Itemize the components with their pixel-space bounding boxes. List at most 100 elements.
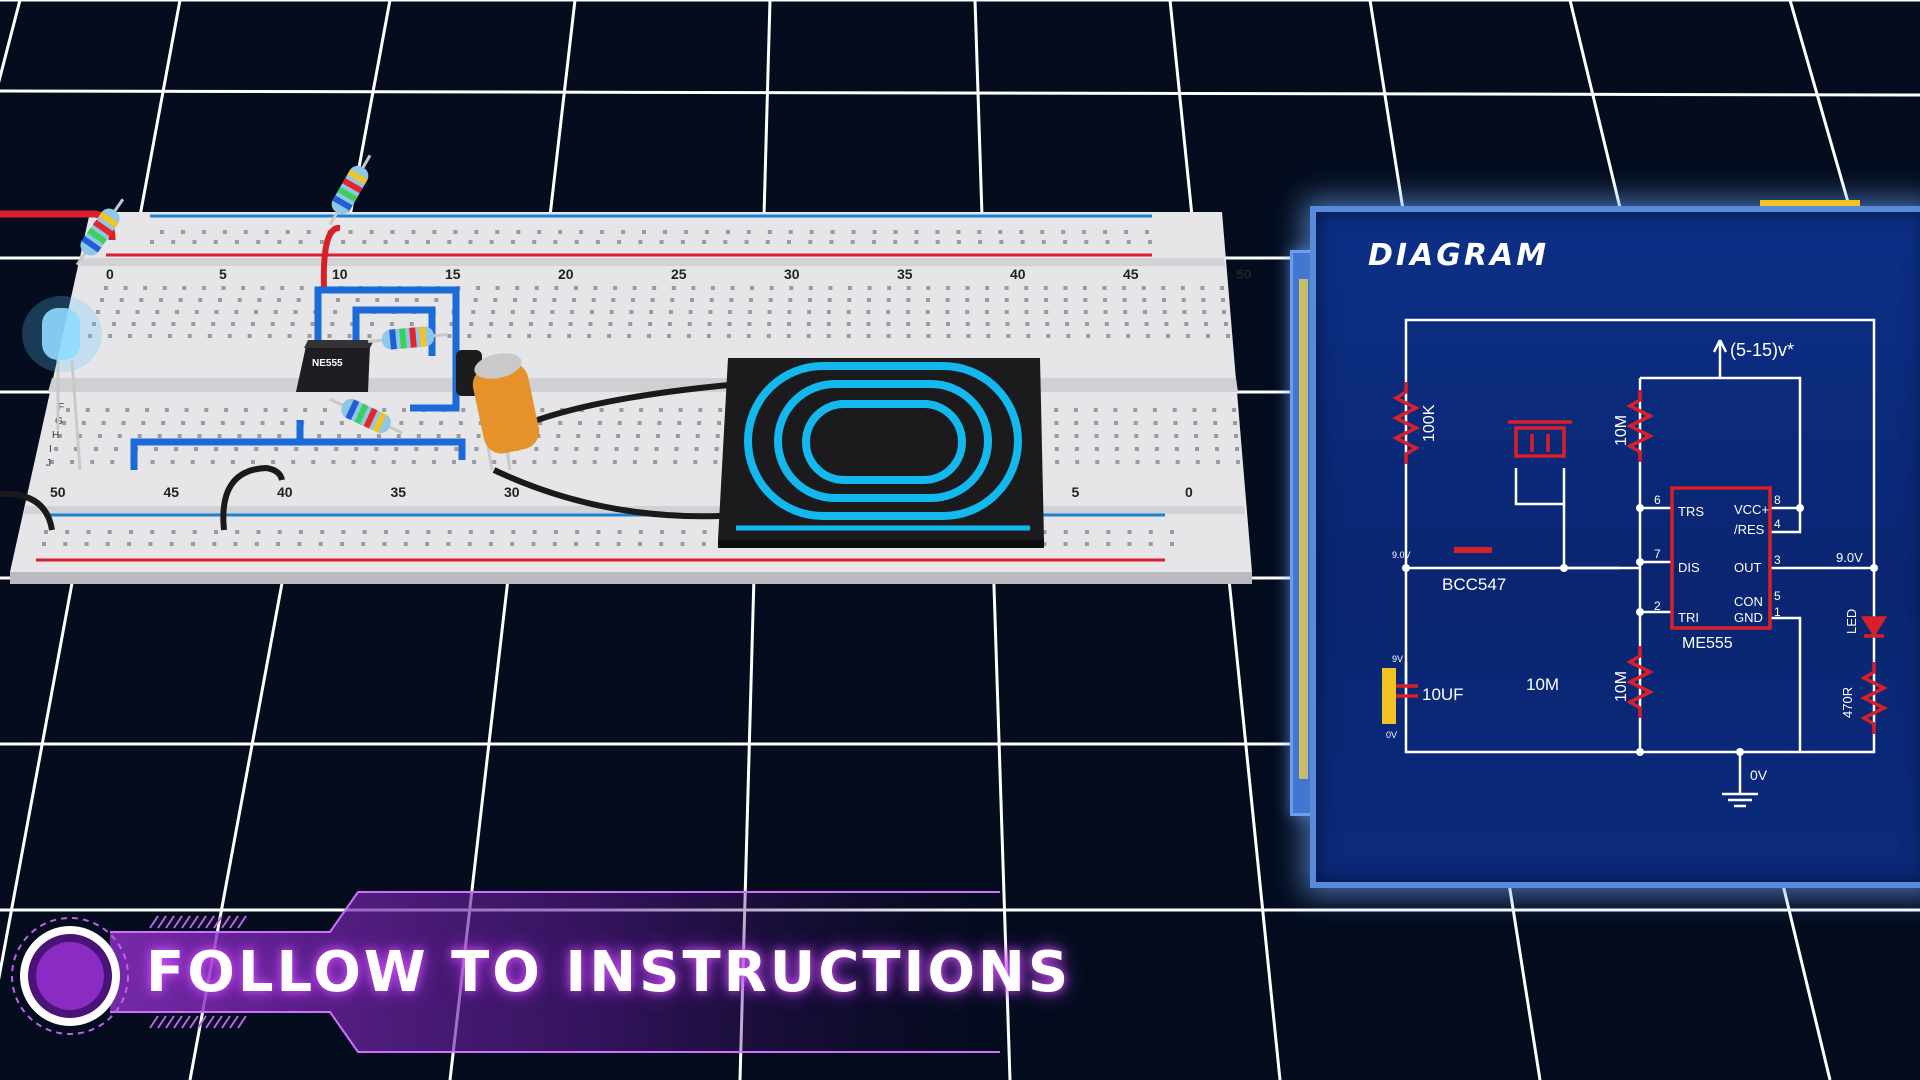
breadboard-hole [708,310,713,314]
breadboard-hole [121,421,126,425]
breadboard-hole [723,240,728,244]
breadboard-hole [86,530,91,534]
breadboard-hole [1044,298,1048,302]
breadboard-hole [331,460,336,464]
breadboard-hole [1085,322,1089,326]
breadboard-hole [554,286,559,290]
breadboard-hole [150,460,155,464]
breadboard-hole [257,298,262,302]
breadboard-hole [1019,230,1024,234]
breadboard-hole [198,298,203,302]
breadboard-hole [1174,447,1179,451]
breadboard-hole [374,447,379,451]
breadboard-hole [554,447,559,451]
breadboard-hole [886,322,891,326]
breadboard-hole [718,408,723,412]
breadboard-hole [471,310,476,314]
breadboard-hole [221,286,226,290]
breadboard-hole [985,286,990,290]
breadboard-hole [613,286,618,290]
resistor [368,326,448,350]
breadboard-hole [314,447,319,451]
breadboard-hole [192,240,197,244]
breadboard-hole [978,240,983,244]
breadboard-hole [100,298,104,302]
breadboard-hole [369,230,374,234]
breadboard-hole [767,310,772,314]
breadboard-hole [616,434,621,438]
label-pin-con: CON [1734,594,1763,609]
breadboard-hole [104,286,108,290]
breadboard-hole [668,310,673,314]
breadboard-hole [574,447,579,451]
breadboard-hole [687,322,692,326]
breadboard-hole [595,240,600,244]
schematic-nodes [1402,504,1878,756]
breadboard-hole [432,230,437,234]
breadboard-hole [456,434,461,438]
breadboard-hole [809,230,814,234]
breadboard-hole [96,310,100,314]
breadboard-hole [1082,286,1087,290]
breadboard-hole [1141,286,1146,290]
breadboard-hole [637,421,642,425]
breadboard-hole [872,240,876,244]
breadboard-hole [846,334,851,338]
breadboard-hole [310,322,315,326]
breadboard-hole [160,230,164,234]
capacitor-symbol [1394,684,1418,698]
breadboard-hole [383,530,388,534]
breadboard-hole [1073,408,1078,412]
breadboard-hole [1043,286,1048,290]
breadboard-hole [693,460,698,464]
breadboard-hole [511,530,516,534]
breadboard-hole [1054,447,1059,451]
breadboard-hole [587,334,592,338]
breadboard-hole [434,298,439,302]
breadboard-hole [673,460,678,464]
breadboard-hole [926,334,931,338]
breadboard-hole [509,322,514,326]
breadboard-hole [1222,310,1226,314]
label-led: LED [1844,609,1859,634]
breadboard-hole [1042,542,1047,546]
breadboard-hole [476,286,480,290]
breadboard-hole [675,434,680,438]
breadboard-hole [1025,322,1030,326]
breadboard-hole [395,298,399,302]
breadboard-hole [322,408,327,412]
breadboard-hole [201,286,206,290]
breadboard-hole [175,310,179,314]
resistor-100k-symbol [1392,382,1420,464]
breadboard-hole [1114,434,1119,438]
breadboard-column-number: 35 [897,266,913,282]
breadboard-hole [155,310,160,314]
breadboard-hole [453,230,458,234]
blue-wire-a [314,286,460,412]
breadboard-hole [285,230,290,234]
breadboard-hole [727,322,732,326]
breadboard-hole [1184,322,1189,326]
label-r3: 10M [1526,675,1559,694]
breadboard-hole [552,298,557,302]
breadboard-hole [125,408,130,412]
breadboard-hole [1235,447,1239,451]
breadboard-hole [1063,286,1068,290]
breadboard-hole [847,298,852,302]
breadboard-hole [866,334,871,338]
breadboard-hole [145,408,150,412]
breadboard-hole [612,460,617,464]
breadboard-hole [267,334,272,338]
breadboard-hole [1046,334,1051,338]
breadboard-hole [956,230,961,234]
grid-line-vertical [1788,0,1920,459]
breadboard-hole [204,408,209,412]
breadboard-hole [177,434,182,438]
breadboard-hole [1204,322,1209,326]
breadboard-hole [1106,530,1111,534]
breadboard-hole [298,240,303,244]
breadboard-hole [222,230,227,234]
breadboard-hole [550,310,555,314]
breadboard-hole [283,408,288,412]
breadboard-hole [657,421,662,425]
